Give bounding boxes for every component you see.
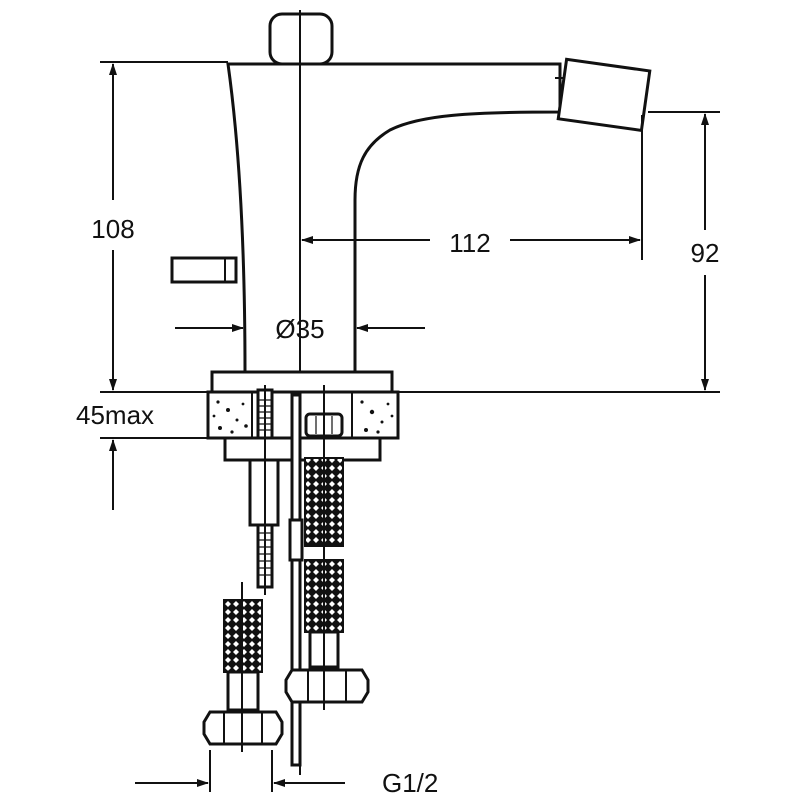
dimension-counter-thickness-label: 45max [76,400,154,430]
threaded-stud [248,385,280,595]
dimension-spout-height-label: 92 [691,238,720,268]
spray-nozzle [556,57,652,133]
dimension-diameter [175,310,425,372]
dimension-spout-reach-label: 112 [449,228,490,258]
left-supply-hose [202,582,284,752]
dimension-diameter-label: Ø35 [275,314,324,344]
dimension-height [100,61,228,393]
dimension-connection-label: G1/2 [382,768,438,798]
dimension-spout-height [398,111,720,393]
faucet-body [226,62,562,374]
pop-up-knob [170,256,238,284]
dimension-counter-thickness [100,437,208,510]
right-supply-hose [284,385,370,710]
dimension-height-label: 108 [91,214,134,244]
dimension-connection [135,750,345,792]
lift-rod [288,393,304,767]
base-plate [210,370,394,394]
mounting-washer [223,436,382,462]
dimension-spout-reach [301,115,643,260]
countertop-section [206,390,400,440]
